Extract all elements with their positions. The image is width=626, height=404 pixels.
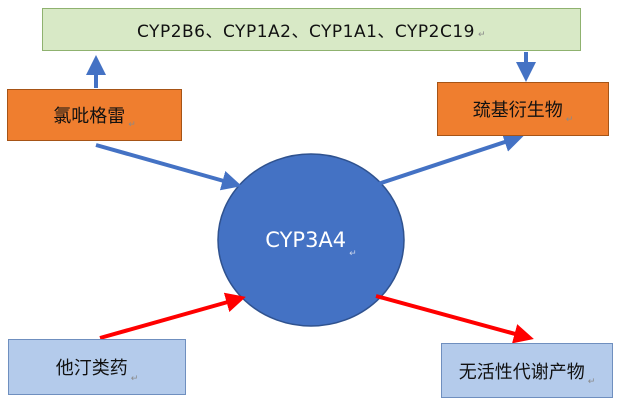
cyp3a4-label: CYP3A4 (265, 228, 347, 252)
statins-box: 他汀类药 ↵ (8, 339, 186, 395)
arrow-clopidogrel-to-cyp3a4 (95, 143, 242, 191)
paragraph-mark: ↵ (477, 30, 486, 40)
cyp3a4-ellipse (217, 153, 405, 327)
paragraph-mark: ↵ (128, 120, 136, 130)
arrow-cyp3a4-to-thiol (377, 132, 524, 186)
paragraph-mark: ↵ (565, 115, 574, 125)
enzymes-label: CYP2B6、CYP1A2、CYP1A1、CYP2C19 (136, 22, 475, 42)
thiol-derivative-box: 巯基衍生物 ↵ (437, 82, 609, 136)
paragraph-mark: ↵ (130, 374, 139, 384)
arrow-statins-to-cyp3a4 (99, 292, 246, 340)
paragraph-mark: ↵ (587, 377, 596, 387)
thiol-derivative-label: 巯基衍生物 (472, 100, 563, 121)
statins-label: 他汀类药 (55, 358, 128, 379)
paragraph-mark: ↵ (349, 249, 357, 259)
clopidogrel-box: 氯吡格雷 ↵ (7, 89, 182, 141)
cyp3a4-node: CYP3A4 ↵ (218, 215, 404, 265)
arrow-cyp3a4-to-inactive (375, 294, 534, 344)
enzymes-box: CYP2B6、CYP1A2、CYP1A1、CYP2C19 ↵ (42, 8, 581, 51)
clopidogrel-label: 氯吡格雷 (53, 106, 126, 127)
inactive-metabolite-label: 无活性代谢产物 (458, 361, 585, 383)
inactive-metabolite-box: 无活性代谢产物 ↵ (441, 343, 613, 398)
